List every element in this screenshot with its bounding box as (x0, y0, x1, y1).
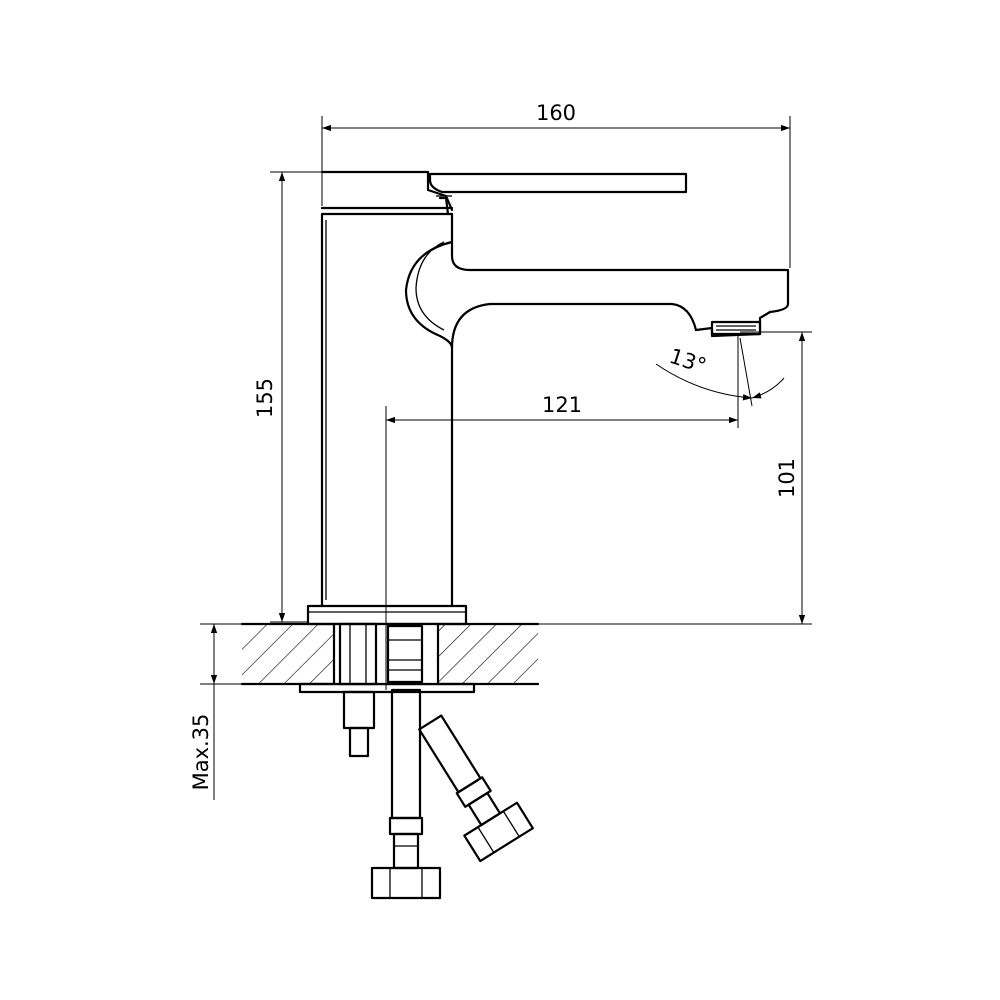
dimension-height-label: 155 (253, 378, 277, 418)
supply-hoses (342, 624, 534, 900)
dimension-spout-height-label: 101 (775, 458, 799, 498)
countertop (240, 622, 540, 694)
faucet-body (306, 206, 790, 626)
dimension-width-label: 160 (536, 101, 576, 125)
dimension-max-deck: Max.35 (189, 623, 242, 800)
dimension-width: 160 (321, 101, 791, 268)
dimension-angle: 13° (655, 337, 785, 407)
dimension-spout-height: 101 (538, 331, 812, 625)
dimension-max-deck-label: Max.35 (189, 714, 213, 791)
dimension-angle-label: 13° (666, 344, 709, 378)
dimension-reach-label: 121 (542, 393, 582, 417)
dimension-height: 155 (253, 171, 428, 623)
dimension-reach: 121 (385, 336, 739, 690)
